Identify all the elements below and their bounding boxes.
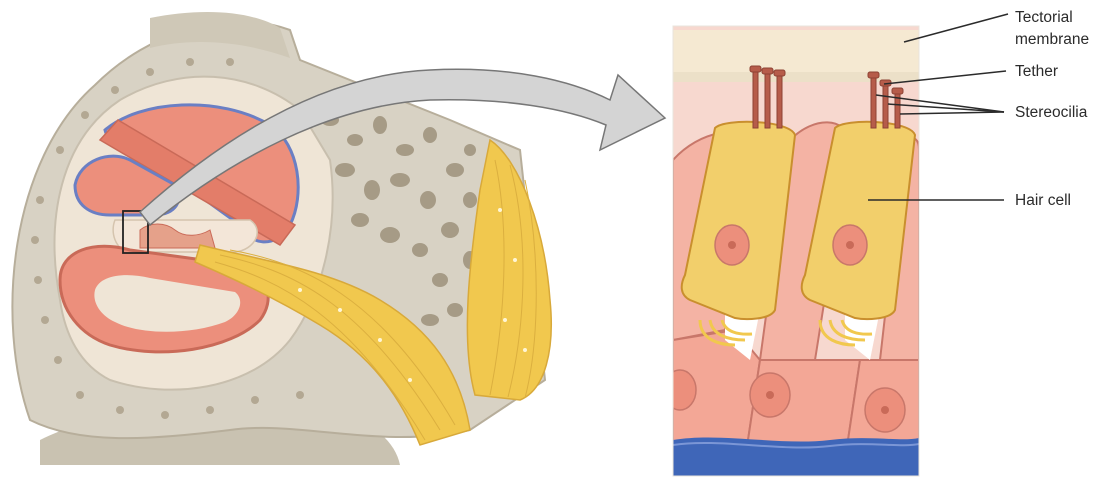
- label-tectorial-line1: Tectorial: [1015, 9, 1073, 26]
- leader-tectorial: [904, 14, 1008, 42]
- label-tether: Tether: [1015, 63, 1058, 80]
- magnified-panel: [664, 26, 919, 478]
- label-hair-cell: Hair cell: [1015, 192, 1071, 209]
- label-tectorial-line2: membrane: [1015, 31, 1089, 48]
- label-stereocilia: Stereocilia: [1015, 104, 1088, 121]
- stereocilia-1: [750, 66, 785, 128]
- nucleus-lower-1: [664, 370, 696, 410]
